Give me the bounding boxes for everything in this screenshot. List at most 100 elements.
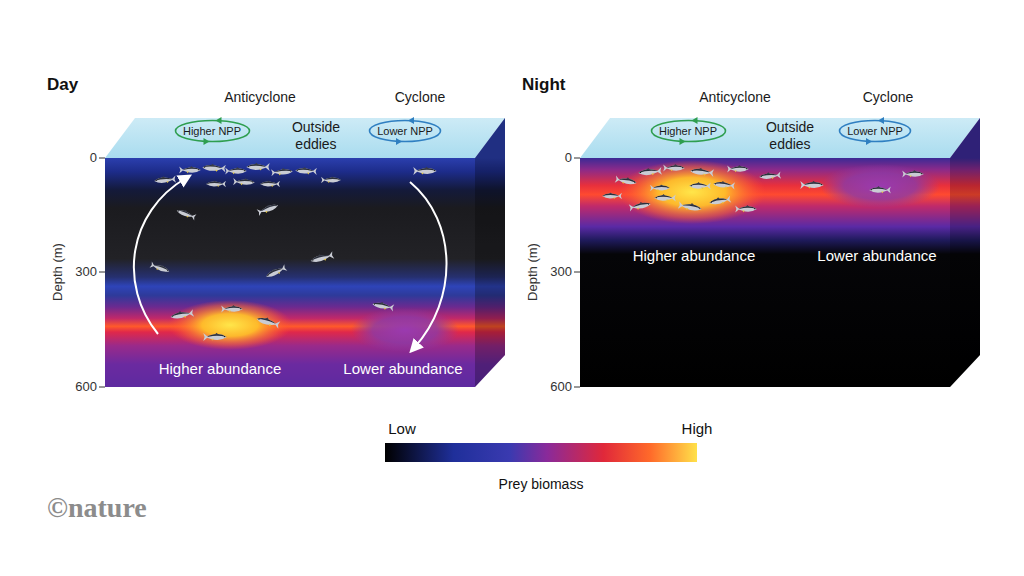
npp-label: Lower NPP xyxy=(368,125,442,137)
scale-end: High xyxy=(682,420,713,438)
tuna-fish xyxy=(678,201,702,213)
rotation-arrowhead xyxy=(679,138,685,145)
axis-tick: 300 xyxy=(75,264,97,280)
axis-title: Depth (m) xyxy=(50,243,66,301)
colour-bar xyxy=(385,443,697,462)
tuna-fish xyxy=(735,205,757,213)
tuna-fish xyxy=(413,167,436,175)
tuna-fish xyxy=(154,175,176,184)
tuna-fish xyxy=(727,165,749,173)
axis-tick: 600 xyxy=(75,379,97,395)
region-label: Outside eddies xyxy=(760,119,820,153)
tuna-fish xyxy=(413,167,436,175)
tuna-fish xyxy=(615,175,638,186)
tuna-fish xyxy=(709,195,732,206)
tuna-fish xyxy=(310,251,335,265)
tuna-fish xyxy=(295,167,317,175)
eddy-name: Anticyclone xyxy=(699,89,771,106)
tuna-fish xyxy=(869,186,891,194)
prey-patch xyxy=(820,164,940,208)
tuna-fish xyxy=(727,165,749,173)
prey-patch xyxy=(168,300,292,350)
tuna-fish xyxy=(246,163,269,171)
tuna-fish xyxy=(225,167,247,175)
tuna-fish xyxy=(372,300,395,311)
tuna-fish xyxy=(256,315,281,329)
abundance-label: Lower abundance xyxy=(343,360,462,378)
side-shade xyxy=(475,118,505,387)
eddy-name: Cyclone xyxy=(395,89,446,106)
tuna-fish xyxy=(689,182,711,190)
eddy-ellipse: CycloneLower NPP xyxy=(838,119,912,143)
axis-title: Depth (m) xyxy=(525,243,541,301)
abundance-label: Higher abundance xyxy=(633,247,756,265)
tuna-fish xyxy=(321,176,341,183)
tuna-fish xyxy=(759,171,781,180)
tuna-fish xyxy=(713,180,735,189)
tuna-fish xyxy=(650,184,670,191)
tuna-fish xyxy=(271,167,293,176)
tuna-fish xyxy=(869,186,891,194)
tuna-fish xyxy=(602,192,622,199)
tuna-fish xyxy=(735,205,757,213)
tuna-fish xyxy=(176,207,197,220)
tuna-group xyxy=(150,163,924,341)
npp-label: Lower NPP xyxy=(838,125,912,137)
water-column xyxy=(105,158,475,387)
tuna-fish xyxy=(800,181,823,189)
axis-tick: 0 xyxy=(90,150,97,166)
prey-patch xyxy=(351,308,459,352)
scale-title: Prey biomass xyxy=(499,476,584,493)
tuna-fish xyxy=(615,175,638,186)
abundance-label: Higher abundance xyxy=(159,360,282,378)
tick xyxy=(574,387,580,388)
panel-title: Day xyxy=(47,75,78,95)
tuna-fish xyxy=(310,251,335,265)
tuna-fish xyxy=(202,163,226,172)
tuna-fish xyxy=(170,309,194,321)
tuna-fish xyxy=(260,180,280,187)
eddy-ellipse: CycloneLower NPP xyxy=(368,119,442,143)
npp-label: Higher NPP xyxy=(650,125,727,137)
tuna-fish xyxy=(654,194,676,202)
tuna-fish xyxy=(233,178,255,186)
watermark: ©nature xyxy=(47,491,147,525)
tuna-fish xyxy=(206,180,226,187)
tuna-fish xyxy=(170,309,194,321)
side-shade xyxy=(950,118,980,387)
sea-surface xyxy=(105,118,505,158)
tuna-fish xyxy=(663,164,685,172)
tick xyxy=(574,272,580,273)
rotation-arrowhead xyxy=(215,117,221,124)
tuna-fish xyxy=(150,261,171,274)
tuna-fish xyxy=(638,167,662,177)
circulation-arrow xyxy=(410,182,447,348)
tuna-fish xyxy=(372,300,395,311)
tuna-fish xyxy=(179,166,201,174)
rotation-arrowhead xyxy=(203,138,209,145)
circulation-arrow xyxy=(134,178,186,334)
water-column xyxy=(580,158,950,387)
tuna-fish xyxy=(321,176,341,183)
tuna-fish xyxy=(690,167,714,177)
tuna-fish xyxy=(233,178,255,186)
tuna-fish xyxy=(265,264,288,280)
tuna-fish xyxy=(902,170,924,178)
tuna-fish xyxy=(202,163,226,172)
npp-label: Higher NPP xyxy=(174,125,251,137)
tuna-fish xyxy=(663,164,685,172)
tuna-fish xyxy=(203,333,226,341)
tuna-fish xyxy=(690,167,714,177)
axis-tick: 600 xyxy=(550,379,572,395)
tuna-fish xyxy=(257,202,280,216)
tuna-fish xyxy=(225,167,247,175)
rotation-arrowhead xyxy=(408,117,414,124)
tuna-fish xyxy=(629,200,652,211)
rotation-arrowhead xyxy=(866,138,872,145)
abundance-label: Lower abundance xyxy=(817,247,936,265)
tuna-fish xyxy=(150,261,171,274)
tuna-fish xyxy=(709,195,732,206)
water-side xyxy=(475,118,505,387)
tuna-fish xyxy=(602,192,622,199)
